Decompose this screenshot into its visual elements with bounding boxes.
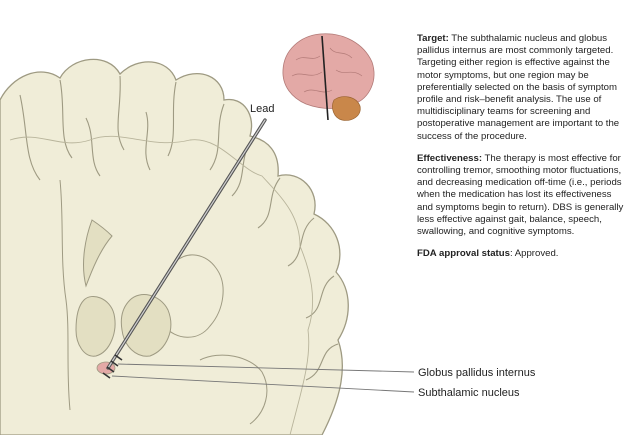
- basal-ganglia: [120, 294, 172, 357]
- coronal-brain-section: [0, 58, 349, 435]
- thumbnail-section-line: [321, 35, 329, 121]
- effectiveness-paragraph: Effectiveness: The therapy is most effec…: [417, 153, 625, 238]
- fda-body: : Approved.: [509, 248, 559, 260]
- thumbnail-cerebrum: [282, 33, 375, 109]
- white-matter-contour: [9, 135, 314, 435]
- brain-section-outline: [0, 58, 349, 435]
- fda-paragraph: FDA approval status: Approved.: [417, 248, 625, 260]
- effectiveness-heading: Effectiveness:: [417, 152, 483, 164]
- target-paragraph: Target: The subthalamic nucleus and glob…: [417, 33, 625, 143]
- effectiveness-body: The therapy is most effective for contro…: [417, 152, 624, 238]
- subthalamic-label: Subthalamic nucleus: [418, 387, 520, 399]
- info-panel: Target: The subthalamic nucleus and glob…: [417, 33, 625, 270]
- insula: [163, 254, 224, 338]
- lead-label: Lead: [250, 103, 274, 115]
- brain-thumbnail: [282, 33, 375, 121]
- midline: [59, 179, 71, 411]
- temporal-lobe: [199, 354, 268, 425]
- target-heading: Target:: [417, 33, 449, 44]
- dbs-lead: [102, 118, 267, 379]
- sulci: [19, 75, 339, 381]
- thumbnail-folds: [291, 47, 363, 93]
- thumbnail-cerebellum: [332, 96, 361, 121]
- target-body: The subthalamic nucleus and globus palli…: [417, 33, 620, 142]
- pointer-lines: [111, 363, 415, 393]
- lead-contacts: [102, 354, 123, 379]
- fda-heading: FDA approval status: [417, 248, 510, 260]
- lateral-ventricle: [83, 219, 113, 288]
- globus-pallidus-label: Globus pallidus internus: [418, 367, 536, 379]
- thalamus: [75, 296, 116, 357]
